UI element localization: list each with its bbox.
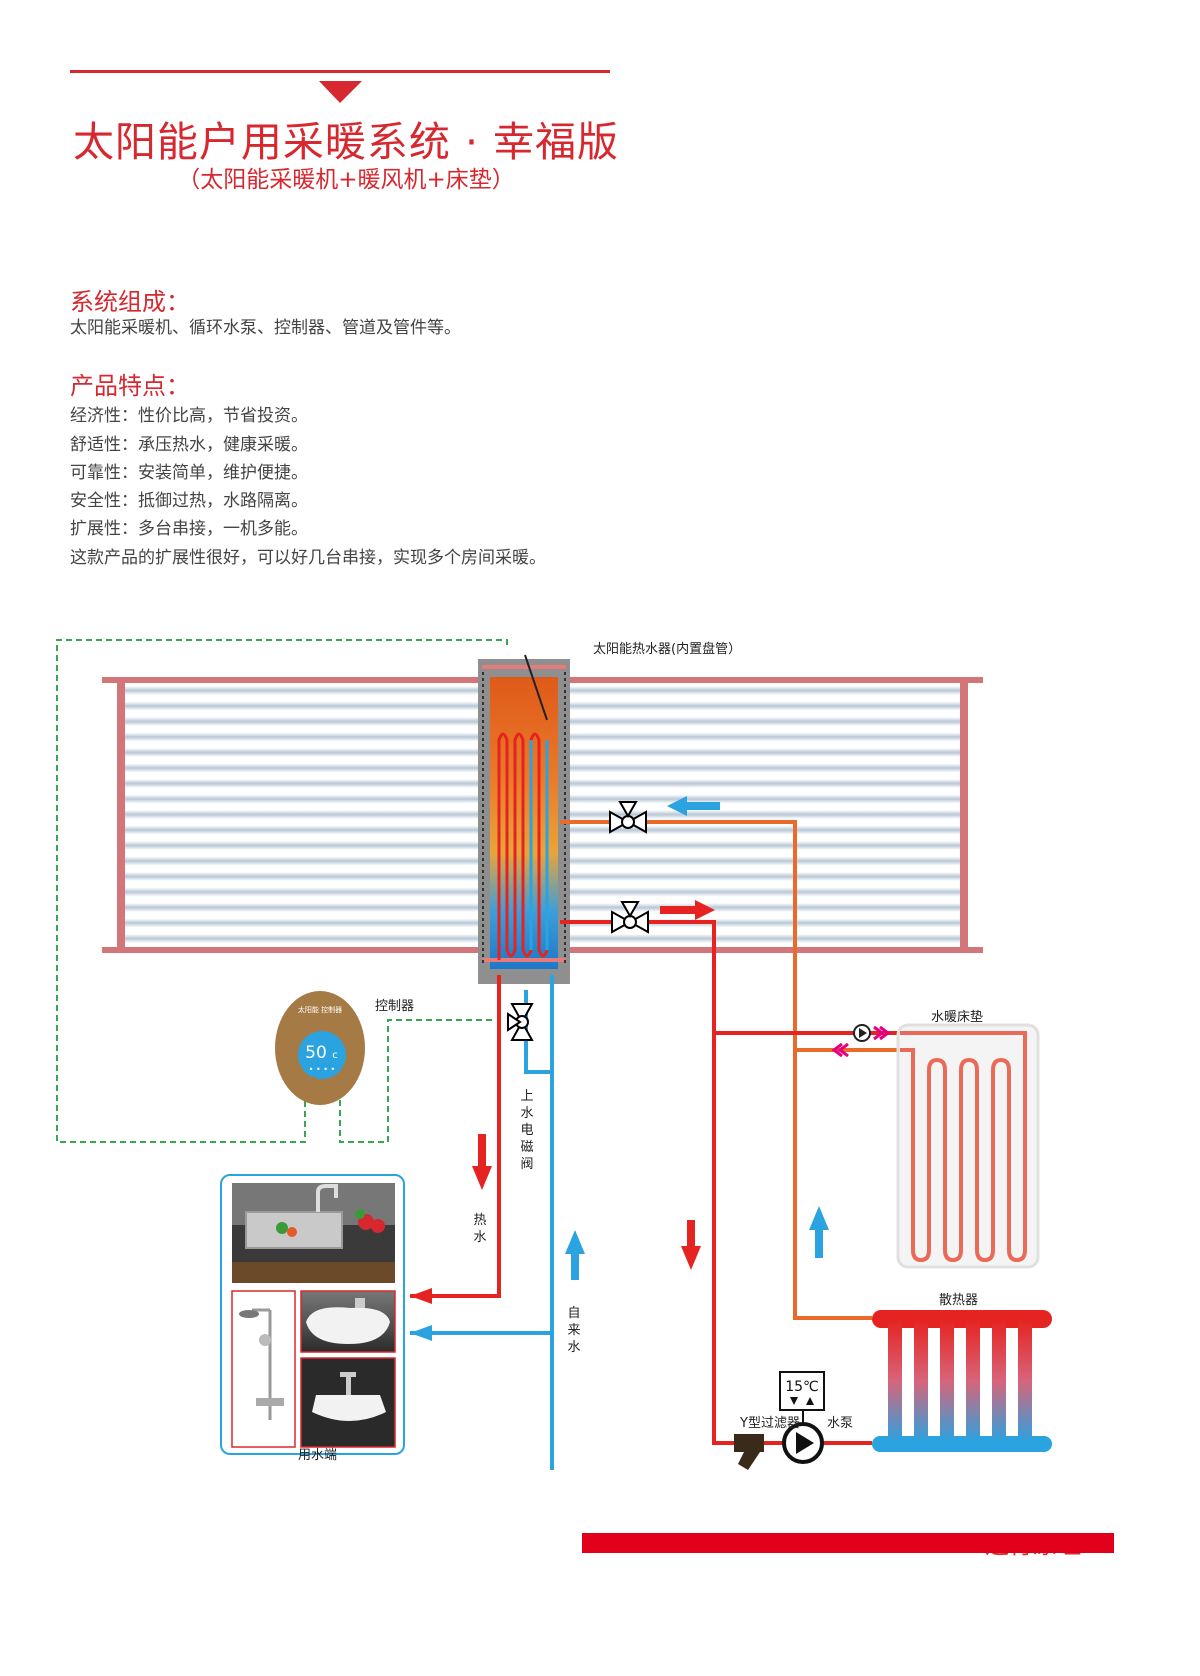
- feature-item: 这款产品的扩展性很好，可以好几台串接，实现多个房间采暖。: [70, 548, 546, 568]
- arrow-right-icon: [660, 900, 715, 920]
- heater-coil: [497, 732, 549, 960]
- composition-heading: 系统组成：: [70, 288, 190, 316]
- return-pipe: [560, 820, 872, 1320]
- header-decoration: [70, 70, 610, 103]
- thermostat-box: [779, 1371, 825, 1411]
- usage-label: 用水端: [298, 1448, 338, 1463]
- valve-label: 上水电磁阀: [520, 1089, 534, 1172]
- hot-water-pipe: [410, 975, 501, 1298]
- vacuum-tubes-left: [125, 684, 478, 946]
- system-diagram: 15℃ 太阳能 控制器 50 c • • • •: [56, 639, 1052, 1470]
- arrow-down-icon: [472, 1134, 492, 1190]
- bathtub-illustration: [300, 1290, 396, 1353]
- signal-line-sensor: [56, 639, 508, 1143]
- shower-illustration: [231, 1290, 296, 1448]
- arrow-left-icon: [410, 1288, 432, 1304]
- water-mattress: [896, 1023, 1040, 1269]
- mattress-coil: [900, 1031, 1027, 1263]
- features-heading: 产品特点：: [70, 372, 190, 400]
- valve-icon: [609, 801, 647, 834]
- controller-unit: c: [332, 1050, 338, 1061]
- mattress-body: [896, 1023, 1040, 1269]
- feature-item: 舒适性：承压热水，健康采暖。: [70, 435, 308, 455]
- arrow-down-icon: [681, 1220, 701, 1270]
- mattress-label: 水暖床垫: [931, 1010, 984, 1025]
- feature-item: 可靠性：安装简单，维护便捷。: [70, 463, 308, 483]
- feature-item: 安全性：抵御过热，水路隔离。: [70, 491, 308, 511]
- triangle-up-icon: [806, 1397, 814, 1405]
- footer-bar: [582, 1533, 1114, 1553]
- radiator: [872, 1310, 1052, 1452]
- feature-item: 经济性：性价比高，节省投资。: [70, 406, 308, 426]
- pump-label: 水泵: [827, 1416, 854, 1431]
- y-filter-icon: [734, 1434, 764, 1470]
- thermostat: 15℃: [779, 1371, 825, 1411]
- solar-water-heater: [478, 654, 570, 984]
- chevron-right-icon: [873, 1025, 885, 1041]
- valve-icon: [611, 901, 649, 934]
- controller-brand: 太阳能 控制器: [298, 1005, 342, 1014]
- feature-item: 扩展性：多台串接，一机多能。: [70, 519, 308, 539]
- radiator-label: 散热器: [939, 1293, 979, 1308]
- heater-label: 太阳能热水器(内置盘管）: [593, 642, 742, 657]
- controller-temp: 50: [305, 1043, 327, 1063]
- controller-display: [298, 1031, 346, 1079]
- controller-label: 控制器: [375, 999, 415, 1014]
- controller-dots: • • • •: [309, 1065, 336, 1074]
- filter-label: Y型过滤器: [740, 1416, 800, 1431]
- composition-text: 太阳能采暖机、循环水泵、控制器、管道及管件等。: [70, 318, 461, 338]
- header-rule: [70, 70, 610, 73]
- mini-pump-icon: [853, 1024, 871, 1042]
- collector-left-post: [117, 683, 125, 947]
- controller: 太阳能 控制器 50 c • • • •: [275, 991, 365, 1105]
- hot-water-label: 热水: [473, 1213, 487, 1245]
- washbasin-illustration: [300, 1357, 396, 1448]
- collector-right-post: [960, 683, 968, 947]
- triangle-down-icon: [790, 1397, 798, 1405]
- pipes: [410, 820, 900, 1470]
- thermostat-value: 15℃: [785, 1379, 819, 1395]
- header-triangle-icon: [319, 81, 362, 103]
- signal-line-valve: [339, 1019, 495, 1143]
- signal-lines: [56, 639, 508, 1143]
- page-subtitle: （太阳能采暖机+暖风机+床垫）: [177, 167, 515, 193]
- arrow-up-icon: [809, 1206, 829, 1258]
- water-usage-panel: [220, 1174, 405, 1455]
- solenoid-valve-icon: [507, 1003, 534, 1041]
- arrow-up-icon: [565, 1230, 585, 1280]
- kitchen-sink-illustration: [232, 1183, 395, 1283]
- flow-arrows: [410, 796, 891, 1341]
- supply-pipe: [560, 920, 872, 1445]
- page-title: 太阳能户用采暖系统 · 幸福版: [72, 118, 620, 166]
- arrow-left-icon: [410, 1325, 432, 1341]
- cold-water-label: 自来水: [567, 1306, 581, 1355]
- chevron-left-icon: [831, 1042, 843, 1058]
- arrow-left-icon: [667, 796, 720, 816]
- temperature-sensor: [524, 654, 548, 721]
